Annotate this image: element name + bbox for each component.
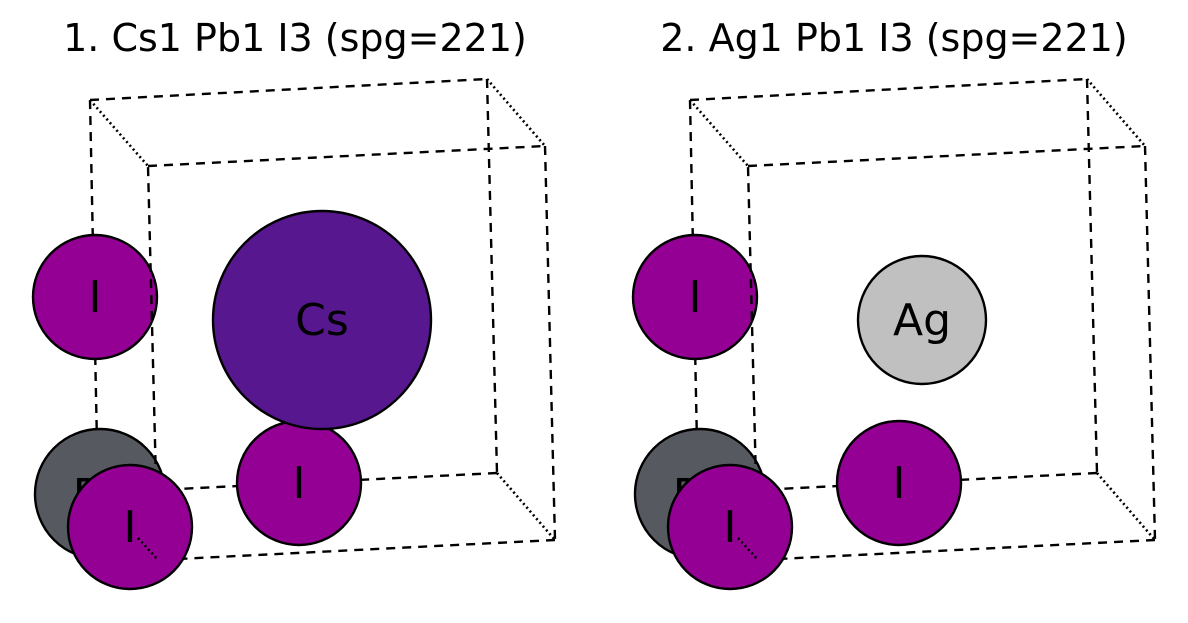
panel-2: 2. Ag1 Pb1 I3 (spg=221) Pb I I Ag I bbox=[631, 16, 1157, 591]
atom-label-ag: Ag bbox=[893, 295, 951, 346]
panel-1-title: 1. Cs1 Pb1 I3 (spg=221) bbox=[63, 16, 527, 60]
cell-edge bbox=[1085, 78, 1099, 474]
atom-i bbox=[835, 419, 963, 547]
atom-i bbox=[66, 463, 194, 591]
cell-edge-depth bbox=[486, 78, 546, 147]
atom-i bbox=[31, 233, 159, 361]
atom-i bbox=[666, 463, 794, 591]
cell-edge bbox=[89, 77, 488, 102]
atom-label-i: I bbox=[293, 458, 306, 509]
atom-label-i: I bbox=[124, 502, 137, 553]
cell-edge bbox=[147, 144, 546, 168]
atom-label-i: I bbox=[893, 458, 906, 509]
cell-edge-depth bbox=[1096, 472, 1156, 541]
cell-edge bbox=[747, 144, 1146, 168]
atom-label-i: I bbox=[724, 502, 737, 553]
cell-edge bbox=[485, 78, 499, 474]
atom-label-cs: Cs bbox=[295, 295, 349, 346]
atom-cs bbox=[211, 209, 433, 431]
cell-edge-depth bbox=[1086, 78, 1146, 147]
cell-edge bbox=[543, 145, 557, 541]
atom-i bbox=[631, 233, 759, 361]
cell-edge bbox=[157, 538, 556, 562]
panel-1: 1. Cs1 Pb1 I3 (spg=221) Pb I I bbox=[31, 16, 557, 591]
atom-label-i: I bbox=[89, 272, 102, 323]
cell-edge-depth bbox=[496, 472, 556, 541]
cell-edge-depth bbox=[89, 99, 149, 167]
cell-edge bbox=[1143, 145, 1157, 541]
atom-label-i: I bbox=[689, 272, 702, 323]
cell-edge bbox=[757, 538, 1156, 562]
cell-edge bbox=[689, 77, 1088, 102]
atom-ag bbox=[856, 254, 988, 386]
panel-2-title: 2. Ag1 Pb1 I3 (spg=221) bbox=[660, 16, 1128, 60]
cell-edge-depth bbox=[689, 99, 749, 167]
